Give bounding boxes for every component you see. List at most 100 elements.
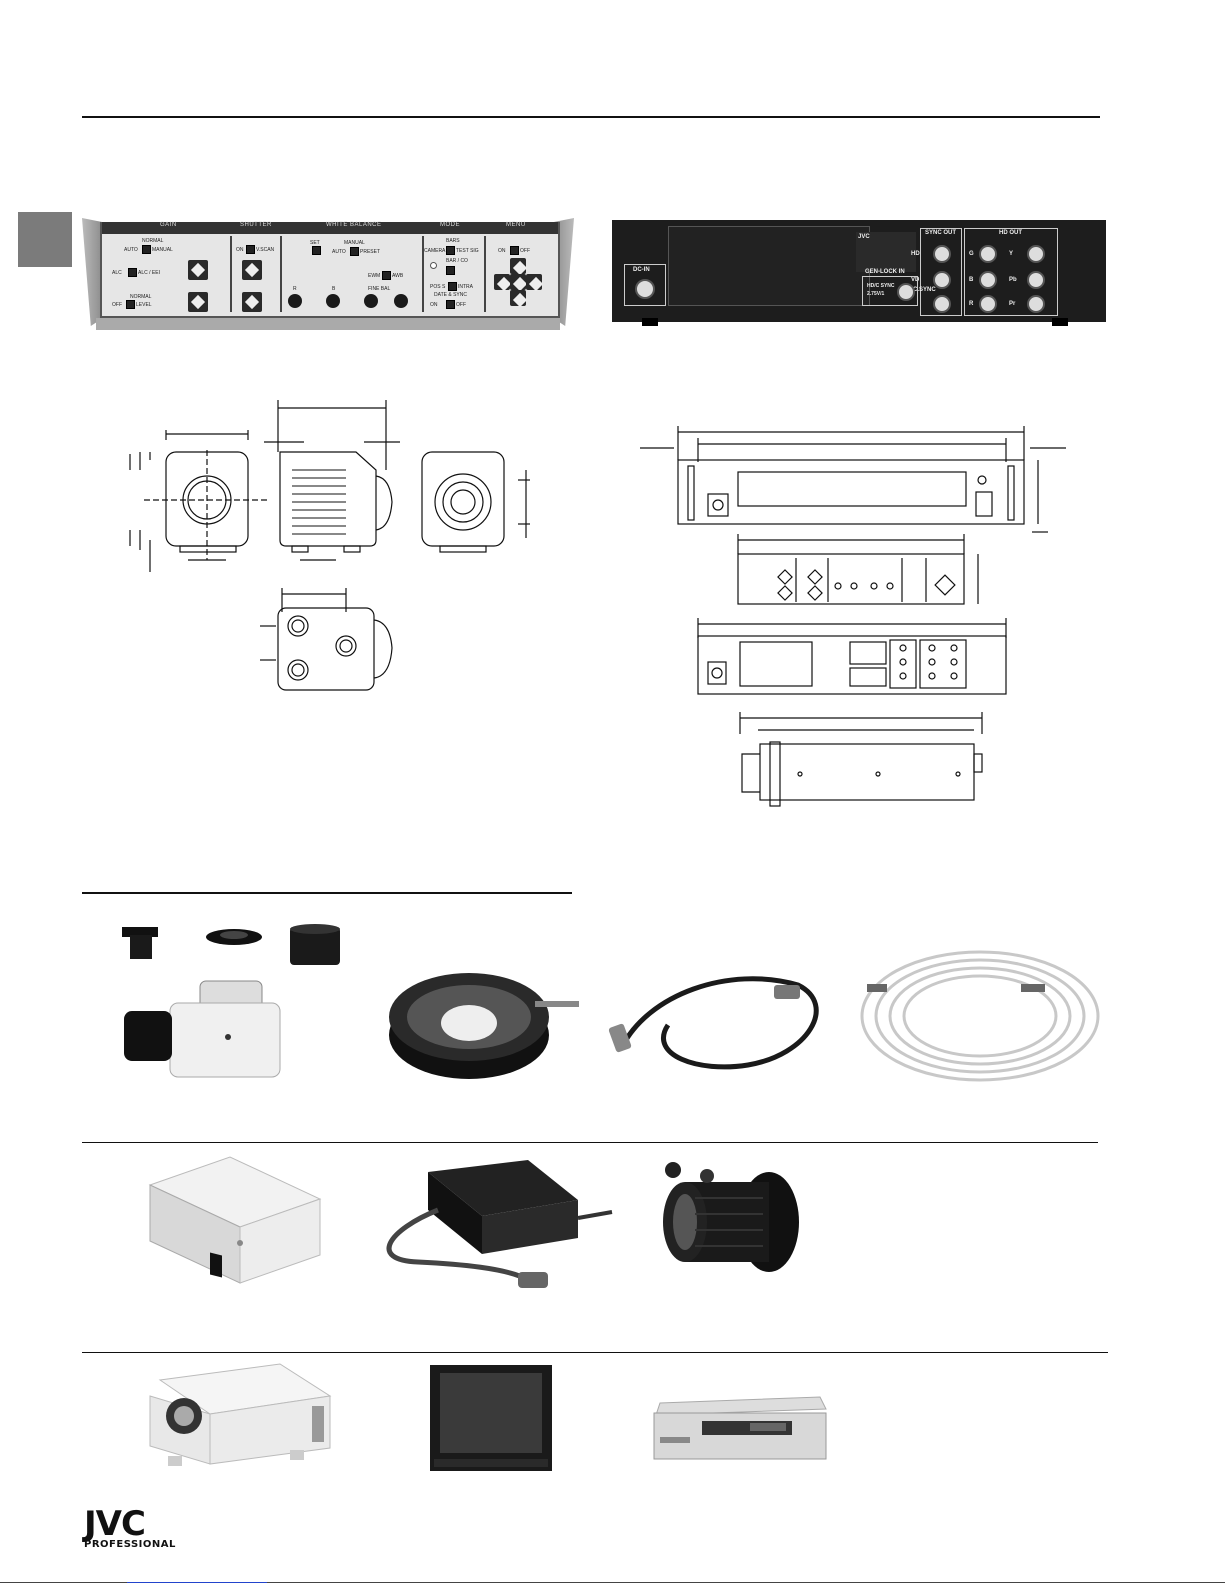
wb-b-label: B bbox=[332, 286, 336, 292]
menu-down-button[interactable] bbox=[510, 290, 526, 306]
gain-normal-label: NORMAL bbox=[142, 238, 164, 244]
logo-jvc: JVC bbox=[84, 1504, 146, 1544]
hd-b-bnc[interactable] bbox=[979, 271, 997, 289]
power-unit-image bbox=[148, 1156, 322, 1284]
shutter-down-button[interactable] bbox=[242, 292, 262, 312]
hd-g-label: G bbox=[969, 251, 974, 257]
mode-bars2-label: BAR / CO bbox=[446, 258, 468, 264]
wb-b-knob[interactable] bbox=[326, 294, 340, 308]
sync-csync-label: C.SYNC bbox=[913, 287, 936, 293]
wb-fine-b-knob[interactable] bbox=[394, 294, 408, 308]
gain-section: NORMAL AUTO MANUAL ALC ALC / EEI NORMAL … bbox=[102, 236, 232, 312]
hd-pb-label: Pb bbox=[1009, 277, 1017, 283]
display-rule bbox=[82, 1352, 1108, 1353]
gain-level-label: LEVEL bbox=[136, 302, 152, 308]
ccu-front-panel: GAIN SHUTTER WHITE BALANCE MODE MENU NOR… bbox=[82, 218, 574, 330]
sync-hd-label: HD bbox=[911, 251, 920, 257]
mode-camera-label: CAMERA bbox=[424, 248, 446, 254]
video-recorder-image bbox=[653, 1396, 827, 1460]
menu-off-label: OFF bbox=[520, 248, 530, 254]
wb-mode-switch[interactable] bbox=[350, 247, 359, 256]
ccu-control-panel-view bbox=[737, 534, 979, 605]
gain-auto-label: AUTO bbox=[124, 247, 138, 253]
genlock-bnc[interactable] bbox=[897, 283, 915, 301]
genlock-box: GEN-LOCK IN HD/C SYNC 2.75V/1 bbox=[862, 269, 918, 306]
mode-section: BARS CAMERA TEST SIG BAR / CO POS S INTR… bbox=[422, 236, 486, 312]
shutter-section: ON V.SCAN bbox=[230, 236, 282, 312]
wb-awb-switch[interactable] bbox=[382, 271, 391, 280]
dc-in-connector[interactable] bbox=[635, 279, 655, 299]
hd-g-bnc[interactable] bbox=[979, 245, 997, 263]
gain-alc-eei-label: ALC / EEI bbox=[138, 270, 160, 276]
mode-bars-switch[interactable] bbox=[446, 266, 455, 275]
gain-down-button[interactable] bbox=[188, 292, 208, 312]
sync-csync-bnc[interactable] bbox=[933, 295, 951, 313]
shutter-switch[interactable] bbox=[246, 245, 255, 254]
mode-switch[interactable] bbox=[446, 246, 455, 255]
gain-alc-switch[interactable] bbox=[128, 268, 137, 277]
wb-set-switch[interactable] bbox=[312, 246, 321, 255]
hd-pr-bnc[interactable] bbox=[1027, 295, 1045, 313]
gain-normal2-label: NORMAL bbox=[130, 294, 152, 300]
jvc-professional-logo: JVC PROFESSIONAL bbox=[84, 1504, 176, 1550]
rear-brand: JVC bbox=[858, 234, 870, 240]
gain-up-button[interactable] bbox=[188, 260, 208, 280]
wb-preset-label: PRESET bbox=[360, 249, 381, 255]
wb-manual-label: MANUAL bbox=[344, 240, 365, 246]
hd-out-box: HD OUT G B R Y Pb Pr bbox=[964, 228, 1058, 316]
projector-image bbox=[149, 1363, 332, 1466]
panel-face: GAIN SHUTTER WHITE BALANCE MODE MENU NOR… bbox=[100, 222, 560, 318]
gain-off-label: OFF bbox=[112, 302, 122, 308]
menu-left-button[interactable] bbox=[494, 274, 510, 290]
mode-pos-label: POS S bbox=[430, 284, 446, 290]
rear-foot-right bbox=[1052, 318, 1068, 326]
rear-foot-left bbox=[642, 318, 658, 326]
gain-level-switch[interactable] bbox=[126, 300, 135, 309]
rear-blank-plate bbox=[668, 226, 870, 306]
relay-lens-adapter-image bbox=[663, 1162, 799, 1272]
hd-y-label: Y bbox=[1009, 251, 1014, 257]
hd-pb-bnc[interactable] bbox=[1027, 271, 1045, 289]
wb-ewm-label: EWM bbox=[368, 273, 381, 279]
footer-link-underline[interactable] bbox=[127, 1582, 267, 1583]
shutter-up-button[interactable] bbox=[242, 260, 262, 280]
menu-up-button[interactable] bbox=[510, 258, 526, 274]
c-mount-ring-image bbox=[389, 973, 579, 1079]
sync-hd-bnc[interactable] bbox=[933, 245, 951, 263]
mode-intra-label: INTRA bbox=[458, 284, 473, 290]
menu-center-button[interactable] bbox=[510, 274, 526, 290]
mode-date-switch[interactable] bbox=[446, 300, 455, 309]
footer-rule bbox=[0, 1582, 1225, 1583]
mode-test-label: TEST SIG bbox=[456, 248, 479, 254]
ccu-front-view bbox=[640, 426, 1066, 533]
wb-r-label: R bbox=[293, 286, 297, 292]
camera-bottom-view bbox=[260, 588, 393, 691]
menu-right-button[interactable] bbox=[526, 274, 542, 290]
long-camera-cable-image bbox=[860, 950, 1100, 1082]
shutter-on-label: ON bbox=[236, 247, 244, 253]
gain-mode-switch[interactable] bbox=[142, 245, 151, 254]
menu-on-label: ON bbox=[498, 248, 506, 254]
mode-date-label: DATE & SYNC bbox=[434, 292, 467, 298]
gain-alc-label: ALC bbox=[112, 270, 122, 276]
wb-fine-r-knob[interactable] bbox=[364, 294, 378, 308]
sync-out-label: SYNC OUT bbox=[925, 230, 957, 236]
header-mode: MODE bbox=[440, 222, 460, 228]
wb-set-label: SET bbox=[310, 240, 320, 246]
panel-header-bar: GAIN SHUTTER WHITE BALANCE MODE MENU bbox=[102, 222, 558, 234]
camera-rear-view bbox=[421, 451, 530, 553]
hd-y-bnc[interactable] bbox=[1027, 245, 1045, 263]
gain-manual-label: MANUAL bbox=[152, 247, 173, 253]
menu-switch[interactable] bbox=[510, 246, 519, 255]
mode-off-label: OFF bbox=[456, 302, 466, 308]
header-gain: GAIN bbox=[160, 222, 177, 228]
rear-spec-label: JVC bbox=[856, 232, 916, 272]
panel-base bbox=[96, 318, 560, 330]
ccu-rear-panel: DC-IN JVC SYNC OUT HD VD C.SYNC GEN-LOCK… bbox=[612, 220, 1106, 326]
sync-vd-bnc[interactable] bbox=[933, 271, 951, 289]
hd-out-label: HD OUT bbox=[999, 230, 1022, 236]
hd-r-bnc[interactable] bbox=[979, 295, 997, 313]
wb-r-knob[interactable] bbox=[288, 294, 302, 308]
mode-pos-switch[interactable] bbox=[448, 282, 457, 291]
dc-in-label: DC-IN bbox=[633, 267, 650, 273]
